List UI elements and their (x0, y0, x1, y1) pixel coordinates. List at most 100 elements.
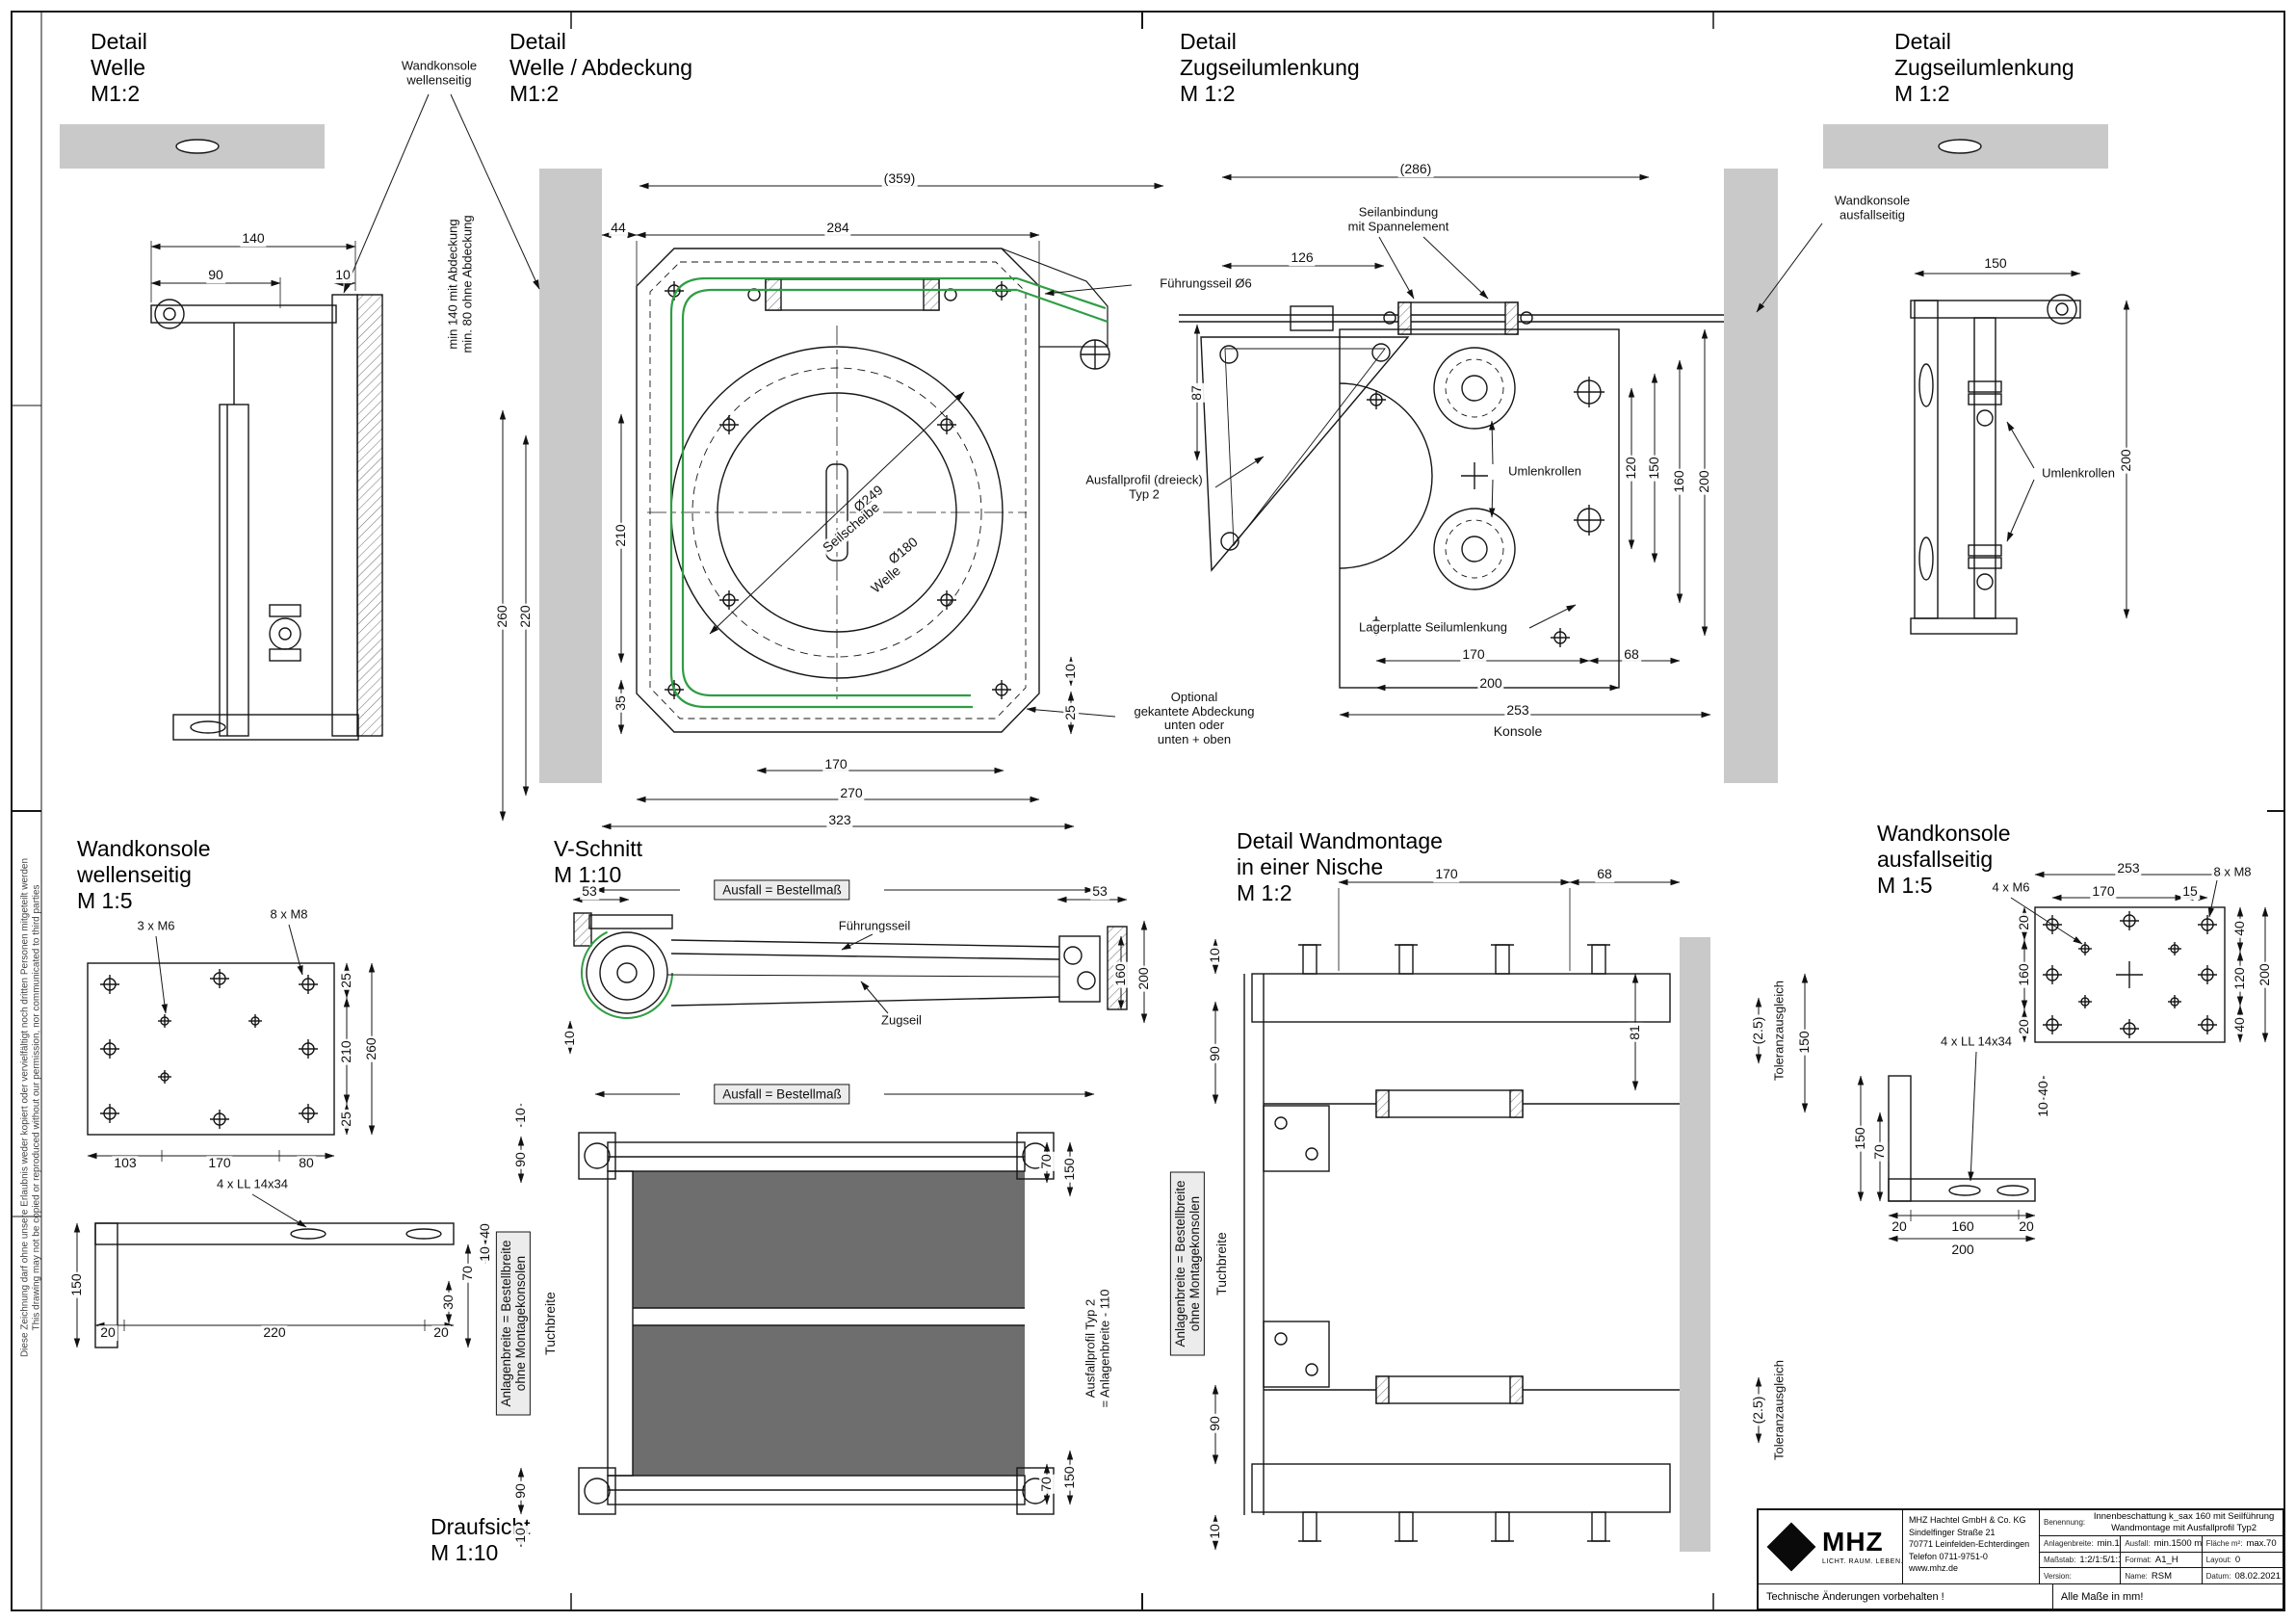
dimension-label: 253 (1504, 702, 1531, 719)
massstab-cell: Maßstab: 1:2/1:5/1:10 (2040, 1552, 2122, 1568)
dimension-label: 160 (1112, 961, 1129, 988)
flaeche-cell: Fläche m²: max.70 (2203, 1536, 2283, 1552)
benennung-line1: Innenbeschattung k_sax 160 mit Seilführu… (2093, 1511, 2275, 1522)
view-scale-text: M 1:2 (1180, 81, 1236, 106)
dimension-label: 25 (338, 1110, 354, 1129)
view-scale-text: M1:2 (509, 81, 560, 106)
dimension-label: Ø180 (884, 533, 923, 569)
view-title-text: Detail (91, 29, 147, 54)
mhz-logo: MHZ LICHT. RAUM. LEBEN. (1759, 1510, 1903, 1583)
dimension-label: 44 (609, 220, 628, 236)
dimension-label: 80 (297, 1155, 316, 1171)
dimension-label: 140 (240, 230, 267, 247)
dimension-label: 90 (512, 1150, 529, 1169)
dimension-label: 10 (561, 1029, 578, 1048)
dimension-label: 150 (1982, 255, 2009, 272)
view-zugseilumlenkung-1-art (1179, 169, 1778, 783)
layout-value: 0 (2234, 1554, 2241, 1565)
dimension-label: 70 (459, 1264, 476, 1283)
dimension-label: (359) (881, 170, 918, 187)
annotation-label: 8 x M8 (268, 906, 310, 923)
dimension-label: 20 (431, 1324, 451, 1341)
dimension-label: 10 (1207, 1522, 1223, 1541)
dimension-label: 35 (613, 693, 629, 713)
dimension-label: 68 (1595, 866, 1614, 882)
dimension-label: 200 (2118, 447, 2134, 474)
dimension-label: 120 (2231, 965, 2248, 992)
cable-green (669, 276, 1109, 709)
view-subtitle-text: Welle (91, 55, 146, 80)
callout-zugseil: Zugseil (879, 1012, 924, 1029)
callout-wandkonsole-ausfallseitig: Wandkonsole ausfallseitig (1832, 193, 1913, 222)
dimension-label: 40 (2035, 1079, 2051, 1098)
dimension-label: 210 (338, 1038, 354, 1065)
dimension-label: 120 (1623, 455, 1639, 482)
dimension-label: 15 (2180, 883, 2200, 900)
dimension-label: 160 (1671, 468, 1687, 495)
annotation-label: 3 x M6 (135, 918, 177, 934)
benennung-label: Benennung: (2044, 1518, 2086, 1528)
label-konsole: Konsole (1491, 723, 1545, 740)
view-welle-abdeckung-art (539, 169, 1110, 783)
title-block-footer: Technische Änderungen vorbehalten ! Alle… (1759, 1583, 2283, 1609)
format-cell: Format: A1_H (2121, 1552, 2203, 1568)
dimension-label: 10 (512, 1106, 529, 1125)
anlagenbreite-value: min.1250 max.6000 (2097, 1538, 2121, 1550)
view-welle-art (60, 124, 383, 741)
annotation-label: 4 x LL 14x34 (215, 1176, 290, 1192)
annotation-label: 4 x M6 (1990, 879, 2032, 896)
format-value: A1_H (2154, 1554, 2179, 1565)
dimension-label: 150 (1852, 1125, 1868, 1152)
dimension-label: 68 (1622, 646, 1641, 663)
dimension-label: 150 (1796, 1029, 1813, 1056)
dimension-label: 90 (1207, 1414, 1223, 1433)
label-anlagenbreite-2: Anlagenbreite = Bestellbreite ohne Monta… (1169, 1171, 1206, 1356)
dimension-label: 150 (1646, 455, 1662, 482)
dimension-label: 40 (477, 1221, 493, 1241)
view-title-text: V-Schnitt (554, 836, 643, 861)
dimension-label: 200 (1135, 965, 1152, 992)
dimension-label: 70 (1038, 1475, 1055, 1494)
view-title-text: Detail (509, 29, 566, 54)
label-toleranzausgleich-1: Toleranzausgleich (1771, 978, 1787, 1084)
annotation-label: 8 x M8 (2211, 864, 2254, 880)
label-anlagenbreite-1: Anlagenbreite = Bestellbreite ohne Monta… (495, 1231, 532, 1416)
dimension-label: 30 (440, 1293, 457, 1312)
view-title-welle-abdeckung: Detail Welle / Abdeckung M1:2 (509, 29, 692, 107)
view-subtitle-text: Welle / Abdeckung (509, 55, 693, 80)
dimension-label: 160 (2016, 961, 2032, 988)
dimension-label: 90 (512, 1481, 529, 1501)
dimension-label: 253 (2115, 860, 2142, 876)
format-label: Format: (2125, 1555, 2152, 1564)
view-title-v-schnitt: V-Schnitt M 1:10 (554, 836, 642, 888)
label-toleranzausgleich-2: Toleranzausgleich (1771, 1357, 1787, 1463)
dimension-label: 25 (1062, 703, 1079, 722)
callout-umlenkrollen-2: Umlenkrollen (2040, 465, 2117, 482)
dimension-label: 81 (1627, 1023, 1643, 1042)
datum-label: Datum: (2205, 1571, 2231, 1581)
dimension-label: 20 (2016, 1017, 2032, 1036)
view-subtitle-text: in einer Nische (1237, 854, 1384, 879)
dimension-label: 284 (824, 220, 851, 236)
label-tuchbreite-1: Tuchbreite (542, 1290, 559, 1357)
flaeche-label: Fläche m²: (2205, 1539, 2243, 1549)
dimension-label: 150 (1061, 1156, 1078, 1183)
dimension-label: 260 (363, 1035, 379, 1062)
dimension-label: 220 (261, 1324, 288, 1341)
callout-fuehrungsseil-2: Führungsseil (836, 918, 913, 934)
margin-note-en: This drawing may not be copied or reprod… (31, 884, 42, 1331)
company-line: 70771 Leinfelden-Echterdingen (1909, 1539, 2030, 1550)
view-title-konsole-ausfallseitig: Wandkonsole ausfallseitig M 1:5 (1877, 821, 2011, 899)
dimension-label: 10 (1062, 662, 1079, 681)
view-scale-text: M 1:2 (1894, 81, 1950, 106)
massstab-label: Maßstab: (2044, 1555, 2076, 1564)
sheet-frame (11, 11, 2285, 1611)
view-scale-text: M 1:5 (77, 888, 133, 913)
datum-cell: Datum: 08.02.2021 (2203, 1568, 2283, 1583)
view-subtitle-text: wellenseitig (77, 862, 192, 887)
view-scale-text: M1:2 (91, 81, 141, 106)
footer-changes-note: Technische Änderungen vorbehalten ! (1759, 1584, 2053, 1609)
annotation-label: 4 x LL 14x34 (1939, 1033, 2014, 1050)
